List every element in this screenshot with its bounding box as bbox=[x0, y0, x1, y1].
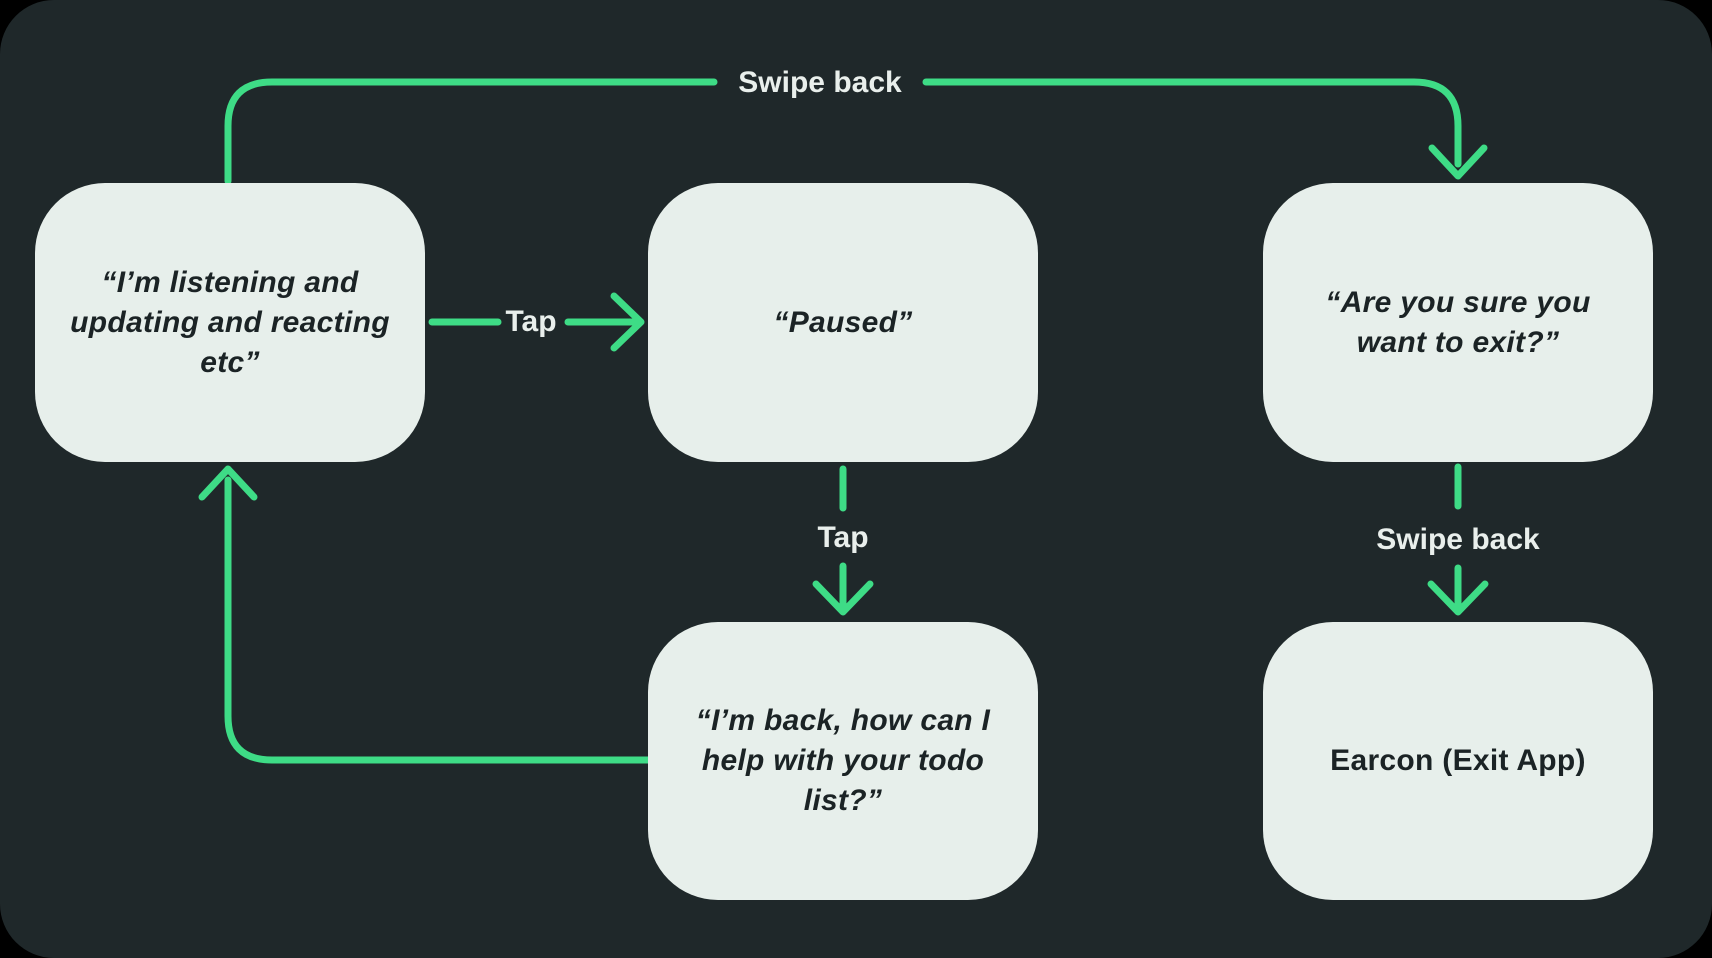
flowchart-node-paused: “Paused” bbox=[648, 183, 1038, 462]
flowchart-node-earcon: Earcon (Exit App) bbox=[1263, 622, 1653, 900]
flowchart-node-back: “I’m back, how can I help with your todo… bbox=[648, 622, 1038, 900]
node-exit-confirm-text: “Are you sure you want to exit?” bbox=[1325, 285, 1591, 359]
node-listening-text: “I’m listening and updating and reacting… bbox=[70, 265, 390, 379]
flowchart-node-listening: “I’m listening and updating and reacting… bbox=[35, 183, 425, 462]
edge-label-swipe-back-top: Swipe back bbox=[738, 66, 902, 99]
edge-label-tap-vertical: Tap bbox=[817, 521, 869, 554]
edge-label-tap-horizontal: Tap bbox=[505, 305, 557, 338]
flowchart-node-exit-confirm: “Are you sure you want to exit?” bbox=[1263, 183, 1653, 462]
node-back-text: “I’m back, how can I help with your todo… bbox=[695, 704, 991, 817]
edge-label-swipe-back-right: Swipe back bbox=[1376, 523, 1540, 556]
node-paused-text: “Paused” bbox=[773, 305, 913, 339]
node-earcon-text: Earcon (Exit App) bbox=[1330, 744, 1586, 777]
